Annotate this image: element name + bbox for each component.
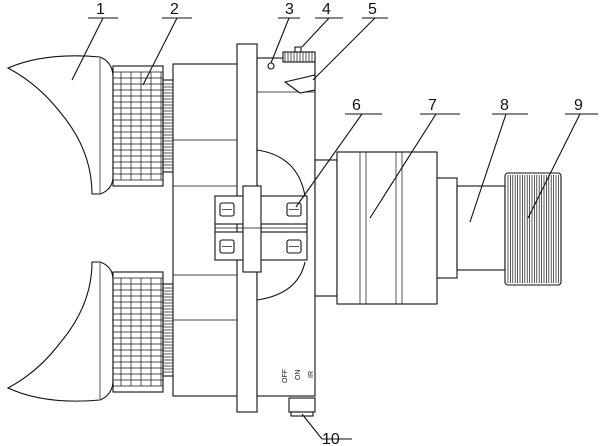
main-body (172, 63, 246, 397)
screw-icon (219, 239, 235, 254)
focus-ring-top (112, 65, 176, 187)
eyecup-bottom (6, 261, 114, 402)
screw-icon (286, 202, 302, 217)
switch-ir-label: IR (308, 371, 315, 378)
top-knob (282, 46, 316, 63)
callout-labels: 1 2 3 4 5 6 7 8 9 10 (96, 1, 583, 446)
focus-ring-bottom (112, 271, 176, 393)
callout-1: 1 (96, 1, 105, 18)
power-switch-knob[interactable] (288, 397, 316, 417)
callout-5: 5 (368, 1, 377, 18)
power-switch-panel: OFF ON IR (282, 369, 315, 383)
callout-8: 8 (500, 97, 509, 114)
hinge-bracket (214, 185, 308, 273)
screw-icon (219, 202, 235, 217)
callout-6: 6 (352, 97, 361, 114)
front-plate (236, 43, 316, 413)
bridge-housing (256, 149, 306, 301)
callout-2: 2 (170, 1, 179, 18)
callout-3: 3 (285, 1, 294, 18)
switch-on-label: ON (295, 370, 302, 381)
objective-cap (504, 172, 562, 286)
callout-9: 9 (574, 97, 583, 114)
callout-7: 7 (428, 97, 437, 114)
objective-tube (436, 177, 506, 279)
top-screw-icon (267, 62, 275, 70)
side-lever (283, 74, 316, 94)
screw-icon (286, 239, 302, 254)
callout-lines (71, 17, 598, 440)
switch-off-label: OFF (282, 369, 289, 383)
callout-4: 4 (322, 1, 331, 18)
eyecup-top (6, 55, 114, 195)
objective-barrel (314, 151, 438, 305)
callout-10: 10 (322, 431, 340, 446)
